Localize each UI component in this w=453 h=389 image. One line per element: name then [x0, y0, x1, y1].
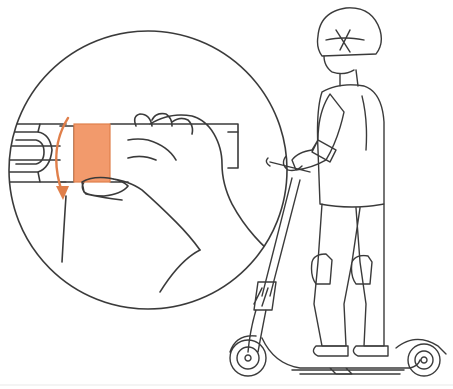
zoom-circle-outline: [9, 31, 287, 309]
throttle-grip-highlight: [74, 124, 110, 182]
rear-wheel: [408, 344, 440, 376]
helmet: [318, 8, 382, 74]
scooter-deck: [262, 338, 420, 368]
legs: [314, 204, 360, 346]
throttle-zoom-detail: [4, 31, 287, 309]
